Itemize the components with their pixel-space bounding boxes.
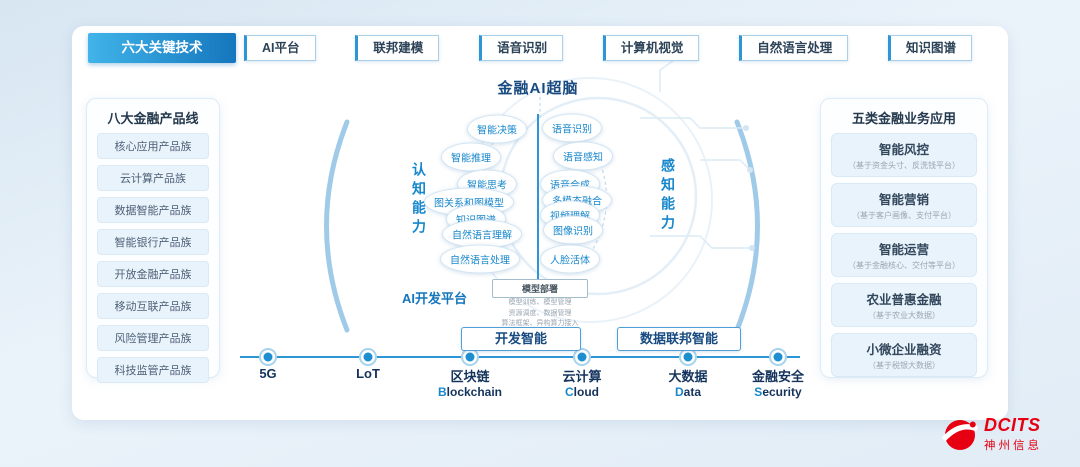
tech-item: AI平台 bbox=[244, 35, 316, 61]
brain-title: 金融AI超脑 bbox=[497, 80, 579, 97]
timeline-dot bbox=[773, 352, 783, 362]
timeline-node-en: Blockchain bbox=[437, 385, 503, 399]
federated-intelligence-box: 数据联邦智能 bbox=[617, 327, 741, 351]
business-app-item: 智能风控 （基于资金头寸、反洗钱平台） bbox=[831, 133, 977, 177]
model-deploy-line: 模型训练、模型管理 bbox=[508, 299, 572, 306]
product-line-item: 风险管理产品族 bbox=[97, 325, 209, 351]
capability-bubble-left: 智能推理 bbox=[441, 142, 501, 172]
business-apps-list: 智能风控 （基于资金头寸、反洗钱平台） 智能营销 （基于客户画像、支付平台） 智能运营 （… bbox=[821, 133, 987, 377]
timeline-dot bbox=[363, 352, 373, 362]
timeline-node-label: LoT bbox=[356, 366, 380, 381]
timeline-node-en-initial: B bbox=[437, 385, 447, 399]
logo-company: 神州信息 bbox=[984, 440, 1042, 452]
capability-bubble-right: 语音感知 bbox=[553, 141, 613, 171]
product-lines-panel: 八大金融产品线 核心应用产品族云计算产品族数据智能产品族智能银行产品族开放金融产… bbox=[86, 98, 220, 383]
capability-bubble-right: 图像识别 bbox=[543, 215, 603, 245]
ai-dev-platform-label: AI开发平台 bbox=[402, 291, 468, 306]
business-app-title: 智能营销 bbox=[878, 193, 929, 207]
timeline-dot bbox=[465, 352, 475, 362]
business-app-subtitle: （基于资金头寸、反洗钱平台） bbox=[848, 161, 960, 170]
product-line-item: 数据智能产品族 bbox=[97, 197, 209, 223]
timeline-node-cn: LoT bbox=[356, 366, 380, 381]
timeline-node-label: 5G bbox=[259, 366, 276, 381]
business-app-item: 农业普惠金融 （基于农业大数据） bbox=[831, 283, 977, 327]
timeline-node-en: Cloud bbox=[564, 385, 599, 399]
product-lines-title: 八大金融产品线 bbox=[107, 111, 199, 126]
timeline-node-cn: 5G bbox=[259, 366, 277, 381]
product-line-item: 云计算产品族 bbox=[97, 165, 209, 191]
business-app-subtitle: （基于农业大数据） bbox=[868, 311, 940, 320]
product-line-item: 移动互联产品族 bbox=[97, 293, 209, 319]
dev-intelligence-box: 开发智能 bbox=[461, 327, 581, 351]
capability-bubble-left: 自然语言处理 bbox=[440, 244, 520, 274]
tech-item: 自然语言处理 bbox=[739, 35, 849, 61]
timeline-node-cn: 金融安全 bbox=[751, 369, 805, 384]
capability-bubble-right: 语音识别 bbox=[542, 113, 602, 143]
tech-item: 联邦建模 bbox=[355, 35, 440, 61]
model-deploy-title: 模型部署 bbox=[492, 279, 588, 298]
product-line-item: 科技监管产品族 bbox=[97, 357, 209, 383]
business-app-item: 智能营销 （基于客户画像、支付平台） bbox=[831, 183, 977, 227]
tech-item: 语音识别 bbox=[479, 35, 564, 61]
timeline-node-en: Data bbox=[674, 385, 702, 399]
timeline-node-cn: 区块链 bbox=[450, 369, 490, 384]
dcits-logo: DCITS 神州信息 bbox=[942, 416, 1042, 453]
timeline-node-en-initial: S bbox=[754, 385, 763, 399]
model-deploy-details: 模型训练、模型管理资源调度、数据管理算法框架、异构算力接入 bbox=[492, 298, 588, 330]
capability-bubble-left: 智能决策 bbox=[467, 114, 527, 144]
product-line-item: 智能银行产品族 bbox=[97, 229, 209, 255]
product-line-item: 核心应用产品族 bbox=[97, 133, 209, 159]
model-deploy-line: 算法框架、异构算力接入 bbox=[501, 320, 579, 327]
perception-ability-label: 感知能力 bbox=[660, 158, 676, 234]
model-deploy-line: 资源调度、数据管理 bbox=[508, 309, 572, 317]
dcits-logo-icon bbox=[942, 419, 978, 450]
timeline-node-en-initial: C bbox=[564, 385, 574, 399]
business-app-title: 农业普惠金融 bbox=[866, 293, 942, 307]
logo-name: DCITS bbox=[984, 415, 1041, 435]
center-divider-line bbox=[537, 114, 539, 280]
timeline-node-cn: 云计算 bbox=[562, 369, 602, 384]
timeline-dot bbox=[683, 352, 693, 362]
timeline-dot bbox=[577, 352, 587, 362]
six-key-tech-badge: 六大关键技术 bbox=[88, 33, 236, 63]
product-lines-list: 核心应用产品族云计算产品族数据智能产品族智能银行产品族开放金融产品族移动互联产品… bbox=[87, 133, 219, 383]
business-apps-panel: 五类金融业务应用 智能风控 （基于资金头寸、反洗钱平台） 智能营销 （基于客户画像、支… bbox=[820, 98, 988, 378]
tech-item: 计算机视觉 bbox=[602, 35, 700, 61]
timeline-dot bbox=[263, 352, 273, 362]
business-app-title: 智能风控 bbox=[878, 143, 929, 157]
capability-bubble-right: 人脸活体 bbox=[540, 244, 600, 274]
business-app-title: 小微企业融资 bbox=[866, 343, 942, 357]
business-app-item: 小微企业融资 （基于税银大数据） bbox=[831, 333, 977, 377]
timeline-node-en: Security bbox=[754, 385, 802, 399]
timeline-node-en-initial: D bbox=[674, 385, 684, 399]
cognitive-ability-label: 认知能力 bbox=[411, 162, 427, 238]
business-app-item: 智能运营 （基于金融核心、交付等平台） bbox=[831, 233, 977, 277]
business-app-subtitle: （基于客户画像、支付平台） bbox=[852, 211, 956, 220]
timeline-line bbox=[240, 356, 800, 358]
tech-item: 知识图谱 bbox=[887, 35, 972, 61]
timeline-node-cn: 大数据 bbox=[668, 369, 708, 384]
model-deploy-box: 模型部署 模型训练、模型管理资源调度、数据管理算法框架、异构算力接入 bbox=[492, 279, 588, 330]
tech-row: AI平台 联邦建模 语音识别 计算机视觉 自然语言处理 知识图谱 bbox=[244, 35, 972, 61]
product-line-item: 开放金融产品族 bbox=[97, 261, 209, 287]
business-app-title: 智能运营 bbox=[878, 243, 929, 257]
business-app-subtitle: （基于税银大数据） bbox=[868, 361, 940, 370]
business-app-subtitle: （基于金融核心、交付等平台） bbox=[848, 261, 960, 270]
business-apps-title: 五类金融业务应用 bbox=[851, 111, 956, 126]
